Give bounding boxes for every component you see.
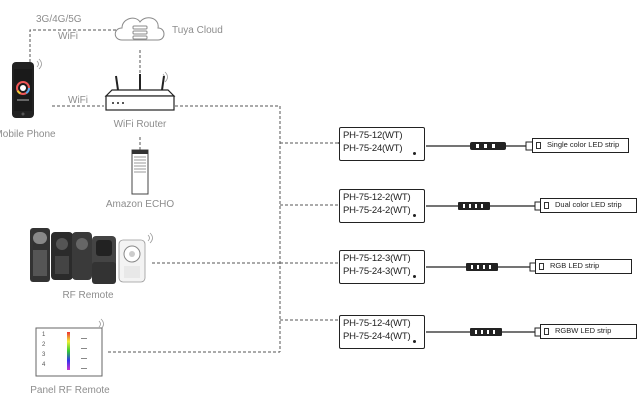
driver-3: PH-75-12-3(WT) PH-75-24-3(WT) (339, 250, 425, 284)
strip-3-label: RGB LED strip (550, 261, 600, 270)
strip-1-label: Single color LED strip (547, 140, 620, 149)
driver-2-indicator (413, 214, 416, 217)
driver-2-model-a: PH-75-12-2(WT) (343, 192, 411, 203)
amazon-echo-icon (131, 149, 149, 195)
driver-4-model-a: PH-75-12-4(WT) (343, 318, 411, 329)
driver-3-indicator (413, 275, 416, 278)
driver-1: PH-75-12(WT) PH-75-24(WT) (339, 127, 425, 161)
led-chip-icon (544, 328, 549, 335)
phone-label: Mobile Phone (0, 129, 56, 140)
led-strip-4: RGBW LED strip (540, 324, 637, 339)
led-chip-icon (544, 202, 549, 209)
driver-2-model-b: PH-75-24-2(WT) (343, 205, 411, 216)
strip-2-label: Dual color LED strip (555, 200, 622, 209)
panel-rf-remote-icon (35, 327, 103, 377)
panel-zone-4[interactable]: 4 (42, 362, 46, 368)
cloud-label: Tuya Cloud (172, 25, 223, 36)
led-chip-icon (539, 263, 544, 270)
router-label: WiFi Router (113, 119, 167, 130)
rf-remote-label: RF Remote (62, 290, 114, 301)
phone-signal-icon (36, 58, 42, 70)
driver-1-indicator (413, 152, 416, 155)
connector-4 (470, 328, 502, 336)
panel-zone-3[interactable]: 3 (42, 352, 46, 358)
strip-4-label: RGBW LED strip (555, 326, 612, 335)
mobile-phone-icon (12, 62, 34, 118)
driver-3-model-b: PH-75-24-3(WT) (343, 266, 411, 277)
rf-remote-icons (30, 228, 146, 284)
led-chip-icon (536, 142, 541, 149)
phone-cloud-link (29, 29, 118, 62)
rf-signal-icon (147, 232, 153, 244)
connector-2 (458, 202, 490, 210)
led-strip-2: Dual color LED strip (540, 198, 637, 213)
driver-2: PH-75-12-2(WT) PH-75-24-2(WT) (339, 189, 425, 223)
mobile-network-label: 3G/4G/5G (36, 14, 82, 25)
led-strip-1: Single color LED strip (532, 138, 629, 153)
wifi-router-icon (104, 74, 176, 111)
driver-4: PH-75-12-4(WT) PH-75-24-4(WT) (339, 315, 425, 349)
driver-4-model-b: PH-75-24-4(WT) (343, 331, 411, 342)
cloud-icon (114, 17, 165, 41)
echo-label: Amazon ECHO (105, 199, 175, 210)
driver-3-model-a: PH-75-12-3(WT) (343, 253, 411, 264)
panel-zone-1[interactable]: 1 (42, 332, 46, 338)
driver-4-indicator (413, 340, 416, 343)
driver-1-model-a: PH-75-12(WT) (343, 130, 403, 141)
driver-1-model-b: PH-75-24(WT) (343, 143, 403, 154)
panel-zone-2[interactable]: 2 (42, 342, 46, 348)
wifi-top-label: WiFi (58, 31, 78, 42)
wifi-phone-label: WiFi (68, 95, 88, 106)
led-strip-3: RGB LED strip (535, 259, 632, 274)
connector-3 (466, 263, 498, 271)
connector-1 (470, 142, 506, 150)
panel-label: Panel RF Remote (30, 385, 110, 396)
